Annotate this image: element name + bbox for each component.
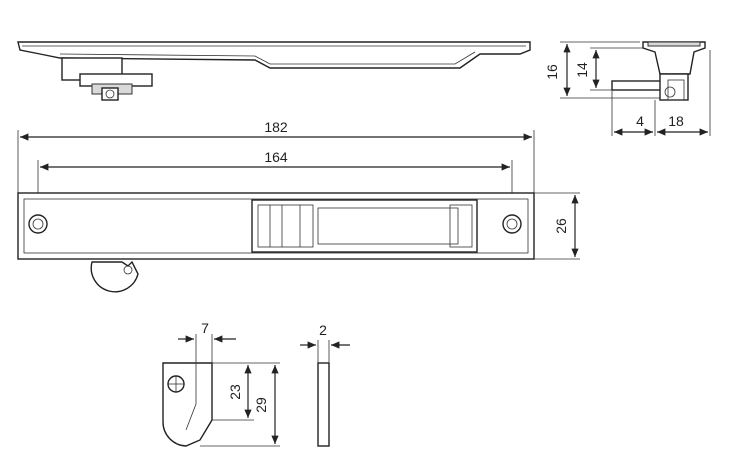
dim-side-offset: 4 xyxy=(636,113,644,129)
dim-hook-height-inner: 23 xyxy=(227,384,243,400)
top-view: 182 164 26 xyxy=(17,119,580,293)
plate-edge: 2 xyxy=(300,322,350,447)
hook-detail: 7 23 29 xyxy=(162,320,280,447)
dim-side-depth: 18 xyxy=(668,113,684,129)
dim-hole-spacing: 164 xyxy=(264,149,288,165)
dim-overall-length: 182 xyxy=(264,119,288,135)
dim-hook-width: 7 xyxy=(201,320,209,336)
side-view-top xyxy=(17,41,531,101)
dim-side-height-total: 16 xyxy=(544,64,560,80)
end-view: 16 14 4 18 xyxy=(544,41,711,136)
dim-width: 26 xyxy=(553,218,569,234)
dim-hook-height-total: 29 xyxy=(253,397,269,413)
dim-side-height-partial: 14 xyxy=(574,62,590,78)
dim-plate-thickness: 2 xyxy=(319,322,327,338)
